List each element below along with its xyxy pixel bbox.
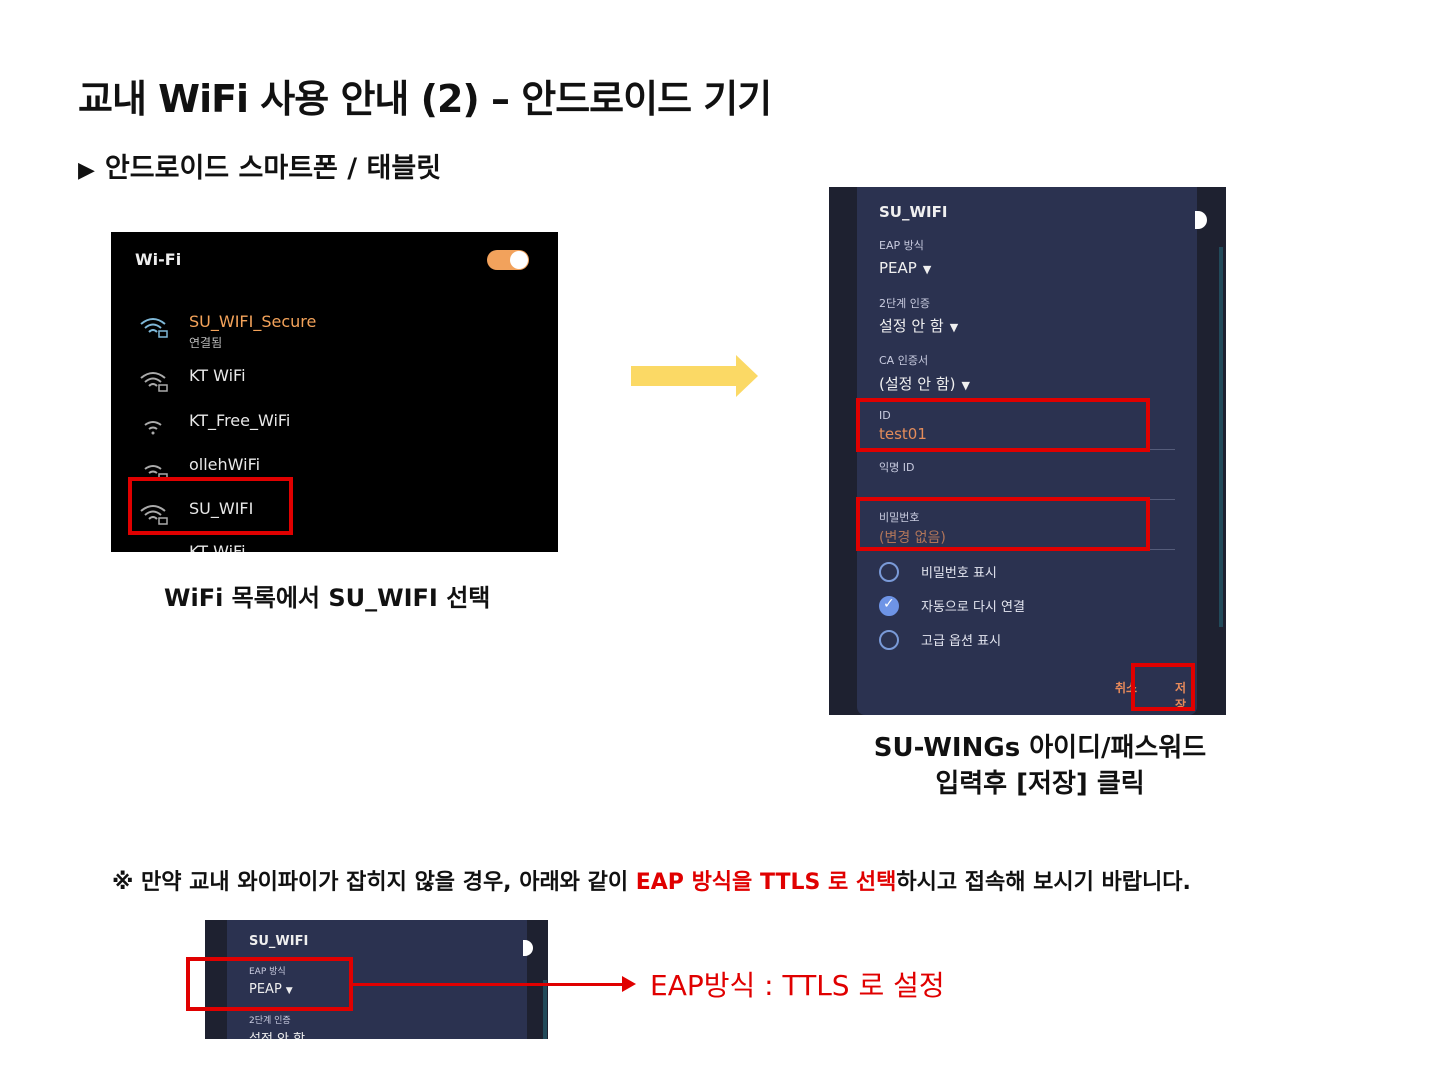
eap-method-value: PEAP bbox=[879, 259, 917, 277]
wifi-icon bbox=[139, 546, 169, 552]
dialog-caption-line2: 입력후 [저장] 클릭 bbox=[935, 769, 1145, 799]
eap-method-label: EAP 방식 bbox=[879, 239, 924, 252]
page-title: 교내 WiFi 사용 안내 (2) – 안드로이드 기기 bbox=[78, 77, 772, 121]
highlight-box bbox=[1131, 663, 1195, 711]
mini-dialog-screenshot: SU_WIFI EAP 방식 PEAP▼ 2단계 인증 설정 안 함 bbox=[205, 920, 548, 1039]
eap-method-select[interactable]: PEAP ▼ bbox=[879, 259, 931, 277]
subtitle-text: 안드로이드 스마트폰 / 태블릿 bbox=[104, 153, 442, 184]
wifi-network-item-su-wifi[interactable]: SU_WIFI bbox=[139, 497, 539, 537]
wifi-header: Wi-Fi bbox=[135, 250, 182, 269]
phase2-label: 2단계 인증 bbox=[879, 297, 930, 310]
triangle-icon: ▶ bbox=[78, 158, 95, 183]
wifi-lock-icon bbox=[140, 318, 168, 338]
wifi-network-name: SU_WIFI_Secure bbox=[189, 312, 317, 331]
wifi-network-item[interactable]: KT WiFi bbox=[139, 540, 539, 552]
pointer-arrow-line bbox=[353, 983, 625, 986]
wifi-network-item[interactable]: KT_Free_WiFi bbox=[139, 409, 539, 449]
arrow-right-head bbox=[736, 355, 758, 397]
phase2-value: 설정 안 함 bbox=[879, 317, 944, 335]
wifi-network-name: KT WiFi bbox=[189, 542, 246, 552]
caret-down-icon: ▼ bbox=[922, 263, 932, 276]
checkbox-label: 비밀번호 표시 bbox=[921, 566, 997, 581]
wifi-network-name: ollehWiFi bbox=[189, 455, 261, 474]
dialog-caption: SU-WINGs 아이디/패스워드 입력후 [저장] 클릭 bbox=[830, 730, 1250, 802]
anon-id-label[interactable]: 익명 ID bbox=[879, 461, 915, 474]
wifi-icon bbox=[144, 421, 162, 435]
mini-dialog-title: SU_WIFI bbox=[249, 934, 309, 949]
wifi-toggle[interactable] bbox=[487, 250, 529, 270]
save-button[interactable]: 저장 bbox=[1175, 681, 1187, 712]
notice-text: ※ 만약 교내 와이파이가 잡히지 않을 경우, 아래와 같이 EAP 방식을 … bbox=[112, 864, 1191, 896]
checkbox-label: 고급 옵션 표시 bbox=[921, 634, 1002, 649]
radio-icon bbox=[879, 562, 899, 582]
highlight-box bbox=[856, 497, 1150, 551]
notice-highlight: EAP 방식을 TTLS 로 선택 bbox=[635, 870, 897, 895]
checkbox-label: 자동으로 다시 연결 bbox=[921, 600, 1025, 615]
mini-dialog: SU_WIFI EAP 방식 PEAP▼ 2단계 인증 설정 안 함 bbox=[227, 920, 527, 1039]
phase2-select[interactable]: 설정 안 함 ▼ bbox=[879, 315, 958, 336]
wifi-network-name: KT WiFi bbox=[189, 366, 246, 385]
notice-prefix: ※ 만약 교내 와이파이가 잡히지 않을 경우, 아래와 같이 bbox=[112, 870, 636, 895]
mini-eap-select[interactable]: PEAP▼ bbox=[249, 982, 293, 997]
caret-down-icon: ▼ bbox=[961, 379, 970, 392]
mini-phase2-label: 2단계 인증 bbox=[249, 1016, 291, 1026]
wifi-list-screenshot: Wi-Fi SU_WIFI_Secure 연결됨 KT WiFi KT_Free… bbox=[111, 232, 558, 552]
id-input[interactable]: test01 bbox=[879, 425, 927, 443]
ca-cert-value: (설정 안 함) bbox=[879, 375, 956, 393]
scrollbar[interactable] bbox=[1219, 247, 1223, 627]
check-circle-icon bbox=[879, 596, 899, 616]
show-password-checkbox[interactable]: 비밀번호 표시 bbox=[879, 560, 1179, 584]
id-label: ID bbox=[879, 409, 891, 422]
arrow-right-icon bbox=[631, 366, 739, 386]
radio-icon bbox=[879, 630, 899, 650]
scroll-thumb bbox=[523, 940, 533, 956]
notice-suffix: 하시고 접속해 보시기 바랍니다. bbox=[896, 870, 1191, 895]
page-subtitle: ▶ 안드로이드 스마트폰 / 태블릿 bbox=[78, 146, 441, 185]
eap-dialog-screenshot: SU_WIFI EAP 방식 PEAP ▼ 2단계 인증 설정 안 함 ▼ CA 인… bbox=[829, 187, 1226, 715]
ca-cert-select[interactable]: (설정 안 함) ▼ bbox=[879, 373, 970, 394]
password-input[interactable]: (변경 없음) bbox=[879, 530, 946, 546]
caret-down-icon: ▼ bbox=[949, 321, 959, 334]
highlight-box bbox=[186, 957, 353, 1011]
wifi-network-item[interactable]: KT WiFi bbox=[139, 364, 539, 404]
wifi-network-item[interactable]: SU_WIFI_Secure 연결됨 bbox=[139, 310, 539, 350]
caret-down-icon: ▼ bbox=[285, 986, 293, 996]
password-label: 비밀번호 bbox=[879, 511, 920, 524]
dialog-caption-line1: SU-WINGs 아이디/패스워드 bbox=[873, 733, 1207, 763]
mini-phase2-value: 설정 안 함 bbox=[249, 1028, 305, 1039]
mini-eap-label: EAP 방식 bbox=[249, 967, 286, 977]
mini-eap-value: PEAP bbox=[249, 982, 282, 997]
wifi-list-caption: WiFi 목록에서 SU_WIFI 선택 bbox=[164, 584, 491, 612]
advanced-options-checkbox[interactable]: 고급 옵션 표시 bbox=[879, 628, 1179, 652]
scroll-thumb bbox=[1195, 211, 1207, 229]
scrollbar bbox=[543, 980, 547, 1039]
wifi-lock-icon bbox=[140, 372, 168, 392]
ca-cert-label: CA 인증서 bbox=[879, 354, 929, 367]
highlight-box bbox=[856, 398, 1150, 452]
arrow-right-icon bbox=[622, 976, 636, 992]
auto-reconnect-checkbox[interactable]: 자동으로 다시 연결 bbox=[879, 594, 1179, 618]
wifi-network-name: KT_Free_WiFi bbox=[189, 411, 291, 430]
wifi-network-status: 연결됨 bbox=[189, 336, 223, 350]
highlight-box bbox=[128, 477, 293, 535]
wifi-network-name: SU_WIFI bbox=[189, 499, 254, 518]
wifi-lock-icon bbox=[140, 505, 168, 525]
dialog-title: SU_WIFI bbox=[879, 203, 948, 221]
eap-setting-note: EAP방식 : TTLS 로 설정 bbox=[650, 969, 945, 1002]
